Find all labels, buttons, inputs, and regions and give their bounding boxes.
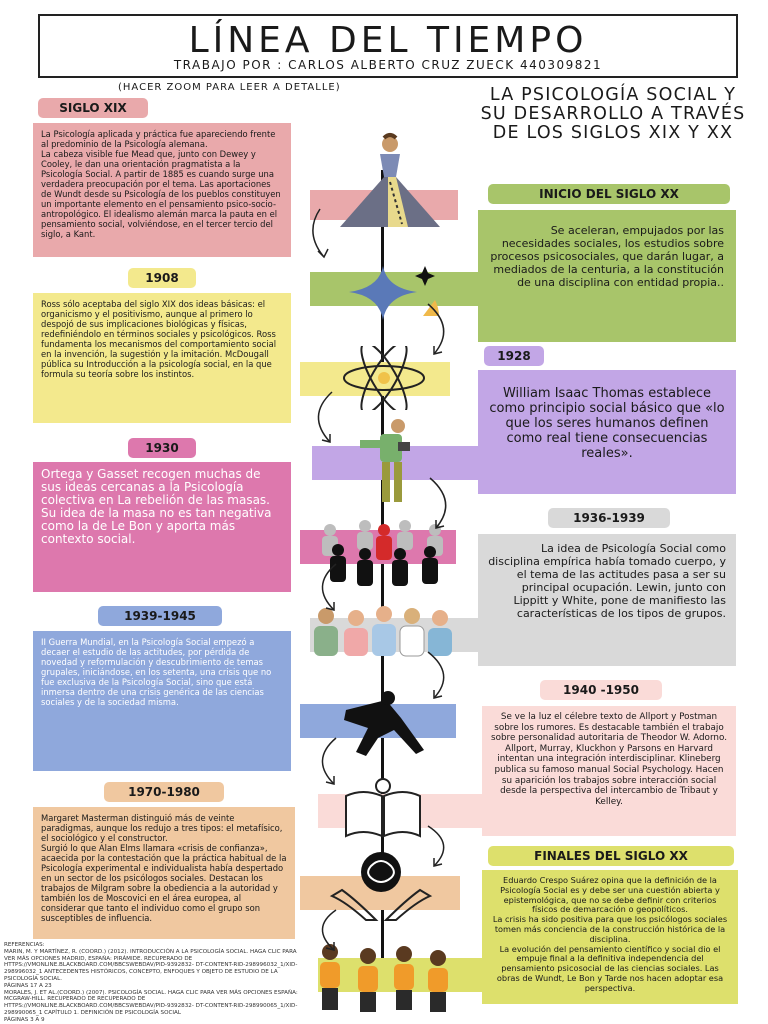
- panel-siglo-xix: La Psicología aplicada y práctica fue ap…: [33, 123, 291, 257]
- panel-1930: Ortega y Gasset recogen muchas de sus id…: [33, 462, 291, 592]
- title-box: LÍNEA DEL TIEMPO TRABAJO POR : CARLOS AL…: [38, 14, 738, 78]
- panel-1940-1950: Se ve la luz el célebre texto de Allport…: [482, 706, 736, 836]
- tag-1928: 1928: [484, 346, 544, 366]
- victorian-woman-icon: [340, 133, 440, 227]
- curved-arrow-icon: [427, 651, 445, 699]
- zoom-note: (HACER ZOOM PARA LEER A DETALLE): [118, 82, 341, 93]
- author-line: TRABAJO POR : CARLOS ALBERTO CRUZ ZUECK …: [173, 58, 603, 72]
- tag-siglo-xix: SIGLO XIX: [38, 98, 148, 118]
- curved-arrow-icon: [321, 737, 337, 785]
- panel-1936-1939: La idea de Psicología Social como discip…: [478, 534, 736, 666]
- panel-inicio-siglo-xx: Se aceleran, empujados por las necesidad…: [478, 210, 736, 342]
- panel-1928: William Isaac Thomas establece como prin…: [478, 370, 736, 494]
- curved-arrow-icon: [321, 909, 337, 951]
- falling-man-icon: [344, 691, 424, 756]
- curved-arrow-icon: [427, 303, 445, 355]
- open-book-icon: [345, 778, 421, 838]
- man-reading-icon: [360, 419, 410, 502]
- tag-1940-1950: 1940 -1950: [540, 680, 662, 700]
- tag-1939-1945: 1939-1945: [98, 606, 222, 626]
- page-title: LÍNEA DEL TIEMPO: [188, 20, 588, 61]
- panel-1939-1945: II Guerra Mundial, en la Psicología Soci…: [33, 631, 291, 771]
- panel-finales-siglo-xx: Eduardo Crespo Suárez opina que la defin…: [482, 870, 738, 1004]
- main-heading: LA PSICOLOGÍA SOCIAL Y SU DESARROLLO A T…: [480, 85, 746, 143]
- curved-arrow-icon: [429, 477, 447, 529]
- curved-arrow-icon: [427, 825, 445, 867]
- group-people-icon: [314, 606, 452, 657]
- tag-inicio-siglo-xx: INICIO DEL SIGLO XX: [488, 184, 730, 204]
- panel-1970-1980: Margaret Masterman distinguió más de vei…: [33, 807, 295, 939]
- team-people-icon: [320, 944, 448, 1012]
- brain-hands-icon: [329, 852, 433, 921]
- tag-1930: 1930: [128, 438, 196, 458]
- references: Referencias: MARIN, M. Y MARTÍNEZ, R. (C…: [4, 942, 298, 1023]
- tag-1908: 1908: [128, 268, 196, 288]
- tag-1936-1939: 1936-1939: [548, 508, 670, 528]
- panel-1908: Ross sólo aceptaba del siglo XIX dos ide…: [33, 293, 291, 423]
- curved-arrow-icon: [317, 391, 333, 443]
- tag-finales-siglo-xx: FINALES DEL SIGLO XX: [488, 846, 734, 866]
- curved-arrow-icon: [312, 208, 329, 259]
- tag-1970-1980: 1970-1980: [104, 782, 224, 802]
- curved-arrow-icon: [321, 563, 337, 611]
- atom-icon: [343, 346, 425, 410]
- timeline-spine: [381, 170, 384, 970]
